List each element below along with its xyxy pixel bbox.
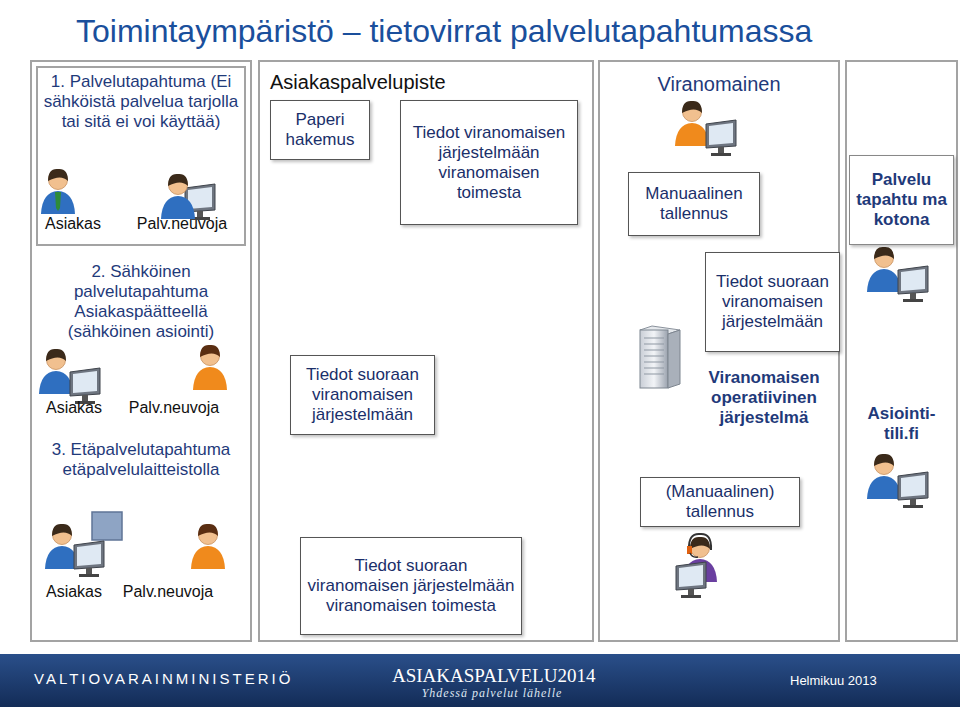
person-hair: [168, 174, 188, 186]
node-label: Palv.neuvoja: [126, 214, 238, 233]
process-box: Tiedot suoraan viranomaisen järjestelmää…: [290, 355, 435, 435]
person-hair: [48, 169, 68, 181]
person-body: [675, 123, 709, 146]
node-heading: Viranomainen: [602, 72, 836, 96]
headset-ear: [687, 546, 692, 554]
monitor-icon: [74, 541, 104, 577]
node-heading: 2. Sähköinen palvelutapahtuma Asiakaspää…: [36, 262, 246, 342]
person-icon: [675, 101, 709, 146]
person-hair: [874, 454, 894, 466]
group-panel: 2. Sähköinen palvelutapahtuma Asiakaspää…: [30, 60, 252, 642]
node-heading: Asiakaspalvelupiste: [270, 70, 510, 94]
monitor-icon: [676, 562, 706, 598]
node-heading: Tiedot suoraan viranomaisen järjestelmää…: [307, 556, 515, 616]
person-icon: [161, 174, 195, 219]
person-icon: [193, 345, 227, 390]
node-heading: 1. Palvelutapahtuma (Ei sähköistä palvel…: [40, 72, 242, 132]
person-hair: [200, 345, 220, 357]
person-body: [191, 546, 225, 569]
node-label: Asiakas: [38, 214, 108, 233]
node-heading: Tiedot suoraan viranomaisen järjestelmää…: [297, 365, 428, 425]
system-label: Viranomaisen operatiivinen järjestelmä: [690, 368, 838, 428]
person-body: [41, 191, 75, 214]
footer-text: Helmikuu 2013: [790, 673, 920, 689]
process-box: Tiedot viranomaisen järjestelmään virano…: [400, 100, 578, 225]
node-heading: Manuaalinen tallennus: [635, 184, 753, 224]
remote-device: [92, 512, 122, 540]
headset-mic: [690, 553, 698, 557]
node-label: Asiakas: [36, 398, 112, 417]
process-box: Manuaalinen tallennus: [628, 172, 760, 236]
node-label: Palv.neuvoja: [118, 398, 230, 417]
person-icon: [867, 247, 901, 292]
person-icon: [191, 524, 225, 569]
node-label: Palv.neuvoja: [112, 582, 224, 601]
process-box: (Manuaalinen) tallennus: [640, 477, 800, 527]
person-hair: [198, 524, 218, 536]
node-heading: Tiedot suoraan viranomaisen järjestelmää…: [712, 272, 833, 332]
node-heading: (Manuaalinen) tallennus: [647, 482, 793, 522]
process-box: Tiedot suoraan viranomaisen järjestelmää…: [705, 252, 840, 352]
person-hair: [46, 349, 66, 361]
person-hair: [690, 537, 710, 549]
process-box: Tiedot suoraan viranomaisen järjestelmää…: [300, 537, 522, 635]
footer-text: VALTIOVARAINMINISTERIÖ: [34, 670, 334, 688]
person-body: [193, 367, 227, 390]
tie: [55, 192, 61, 211]
person-hair: [682, 101, 702, 113]
monitor-icon: [898, 266, 928, 302]
person-body: [867, 476, 901, 499]
headset: [689, 534, 711, 550]
monitor-icon: [70, 368, 100, 404]
node-heading: Paperi hakemus: [277, 110, 363, 150]
group-panel: 1. Palvelutapahtuma (Ei sähköistä palvel…: [36, 66, 246, 246]
person-body: [867, 269, 901, 292]
group-panel: ViranomainenManuaalinen tallennusTiedot …: [598, 60, 840, 642]
person-hair: [52, 524, 72, 536]
footer-bar: [0, 654, 960, 707]
node-heading: Asiointi-tili.fi: [852, 404, 951, 444]
group-panel: AsiakaspalvelupistePaperi hakemusTiedot …: [258, 60, 594, 642]
monitor-icon: [898, 472, 928, 508]
server-icon: [640, 326, 680, 388]
page-title: Toimintaympäristö – tietovirrat palvelut…: [76, 12, 936, 50]
person-body: [39, 371, 73, 394]
process-box: Palvelu tapahtu ma kotona: [849, 155, 954, 245]
group-panel: Asiointi-tili.fi Palvelu tapahtu ma koton…: [845, 60, 958, 642]
person-icon: [41, 169, 75, 214]
node-label: Asiakas: [36, 582, 112, 601]
icon-group: [39, 101, 928, 598]
process-box: Paperi hakemus: [270, 100, 370, 160]
person-icon: [867, 454, 901, 499]
node-heading: Palvelu tapahtu ma kotona: [856, 170, 947, 230]
footer-text: ASIAKASPALVELU2014: [392, 664, 592, 687]
node-label: 3. Etäpalvelutapahtuma etäpalvelulaittei…: [36, 440, 246, 480]
person-hair: [874, 247, 894, 259]
node-heading: Tiedot viranomaisen järjestelmään virano…: [407, 123, 571, 203]
person-icon: [39, 349, 73, 394]
footer-text: Yhdessä palvelut lähelle: [392, 686, 592, 700]
monitor-icon: [706, 120, 736, 156]
